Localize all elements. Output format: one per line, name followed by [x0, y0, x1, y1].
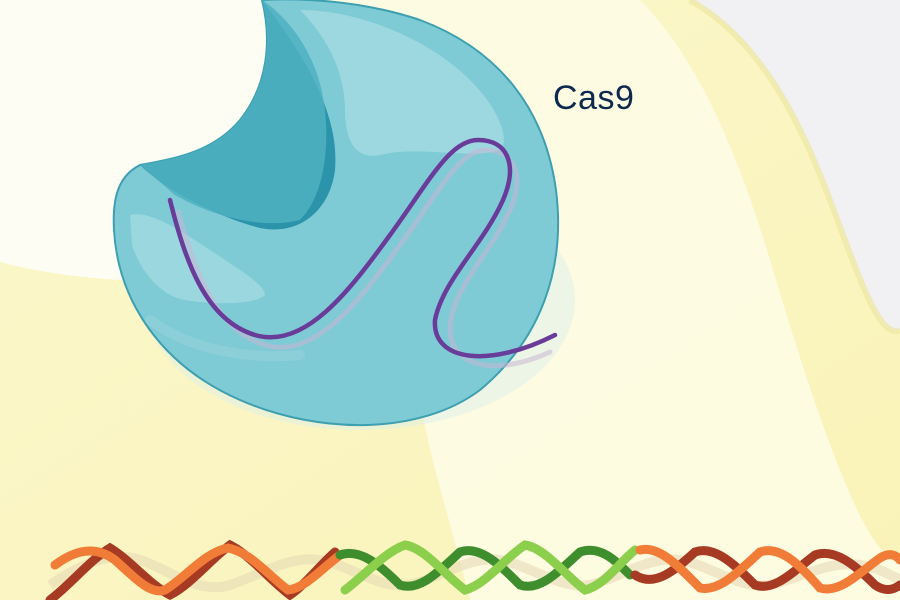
dna-flank-right-front — [635, 544, 900, 594]
cell-membrane — [688, 0, 900, 335]
dna-double-helix-icon — [45, 539, 900, 600]
guide-rna-icon — [167, 137, 558, 359]
dna-target-front — [340, 540, 640, 595]
cas9-label: Cas9 — [553, 79, 635, 117]
dna-flank-left-front — [50, 543, 345, 596]
guide-rna-shadow — [175, 147, 553, 369]
dna-target-back — [335, 545, 635, 591]
dna-flank-right-back — [630, 546, 900, 594]
